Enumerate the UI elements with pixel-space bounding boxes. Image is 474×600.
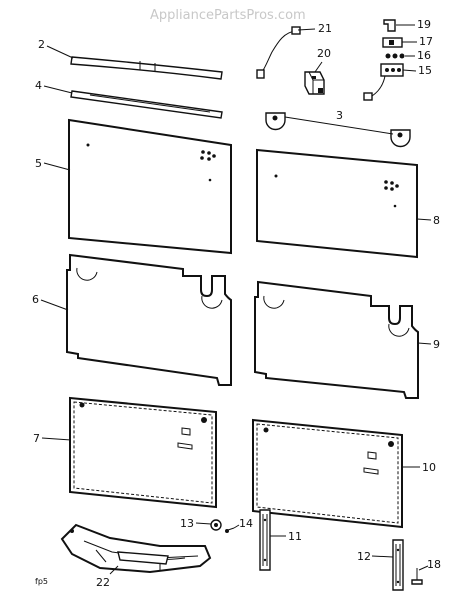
part-20-door-switch[interactable]	[304, 71, 325, 95]
callout-11: 11	[288, 530, 302, 543]
watermark-text: AppliancePartsPros.com	[150, 8, 306, 23]
callout-5: 5	[35, 157, 42, 170]
part-19-clip[interactable]	[383, 19, 396, 32]
callout-7: 7	[33, 432, 40, 445]
part-9-insulation-panel[interactable]	[254, 280, 419, 399]
callout-16: 16	[417, 49, 431, 62]
callout-8: 8	[433, 214, 440, 227]
callout-20: 20	[317, 47, 331, 60]
callout-19: 19	[417, 18, 431, 31]
part-8-outer-door-panel[interactable]	[256, 148, 418, 259]
callout-21: 21	[318, 22, 332, 35]
part-3-hinge-cap-right[interactable]	[390, 129, 411, 148]
callout-6: 6	[32, 293, 39, 306]
callout-22: 22	[96, 576, 110, 589]
callout-9: 9	[433, 338, 440, 351]
part-6-insulation-panel[interactable]	[66, 253, 232, 386]
part-10-inner-door-liner[interactable]	[252, 418, 403, 529]
part-11-handle-bracket[interactable]	[259, 509, 271, 571]
part-3-hinge-cap-left[interactable]	[265, 112, 286, 131]
part-7-inner-door-liner[interactable]	[69, 396, 217, 509]
part-5-outer-door-panel[interactable]	[68, 118, 232, 255]
part-12-handle-bracket[interactable]	[392, 539, 404, 591]
callout-18: 18	[427, 558, 441, 571]
callout-12: 12	[357, 550, 371, 563]
part-18-screw[interactable]	[411, 568, 423, 585]
callout-10: 10	[422, 461, 436, 474]
part-2-top-trim[interactable]	[70, 56, 223, 80]
part-4-trim-strip[interactable]	[70, 90, 223, 119]
callout-13: 13	[180, 517, 194, 530]
callout-17: 17	[419, 35, 433, 48]
part-16-spacer[interactable]	[385, 53, 405, 59]
callout-3: 3	[336, 109, 343, 122]
diagram-code: fp5	[35, 577, 48, 586]
callout-14: 14	[239, 517, 253, 530]
callout-2: 2	[38, 38, 45, 51]
callout-15: 15	[418, 64, 432, 77]
part-17-bracket[interactable]	[382, 37, 403, 48]
part-21-wire-harness[interactable]	[256, 26, 301, 79]
part-14-screw[interactable]	[225, 527, 235, 533]
part-15-terminal-block[interactable]	[363, 63, 404, 101]
part-22-door-handle[interactable]	[60, 523, 212, 574]
part-13-end-cap[interactable]	[210, 519, 222, 531]
callout-4: 4	[35, 79, 42, 92]
